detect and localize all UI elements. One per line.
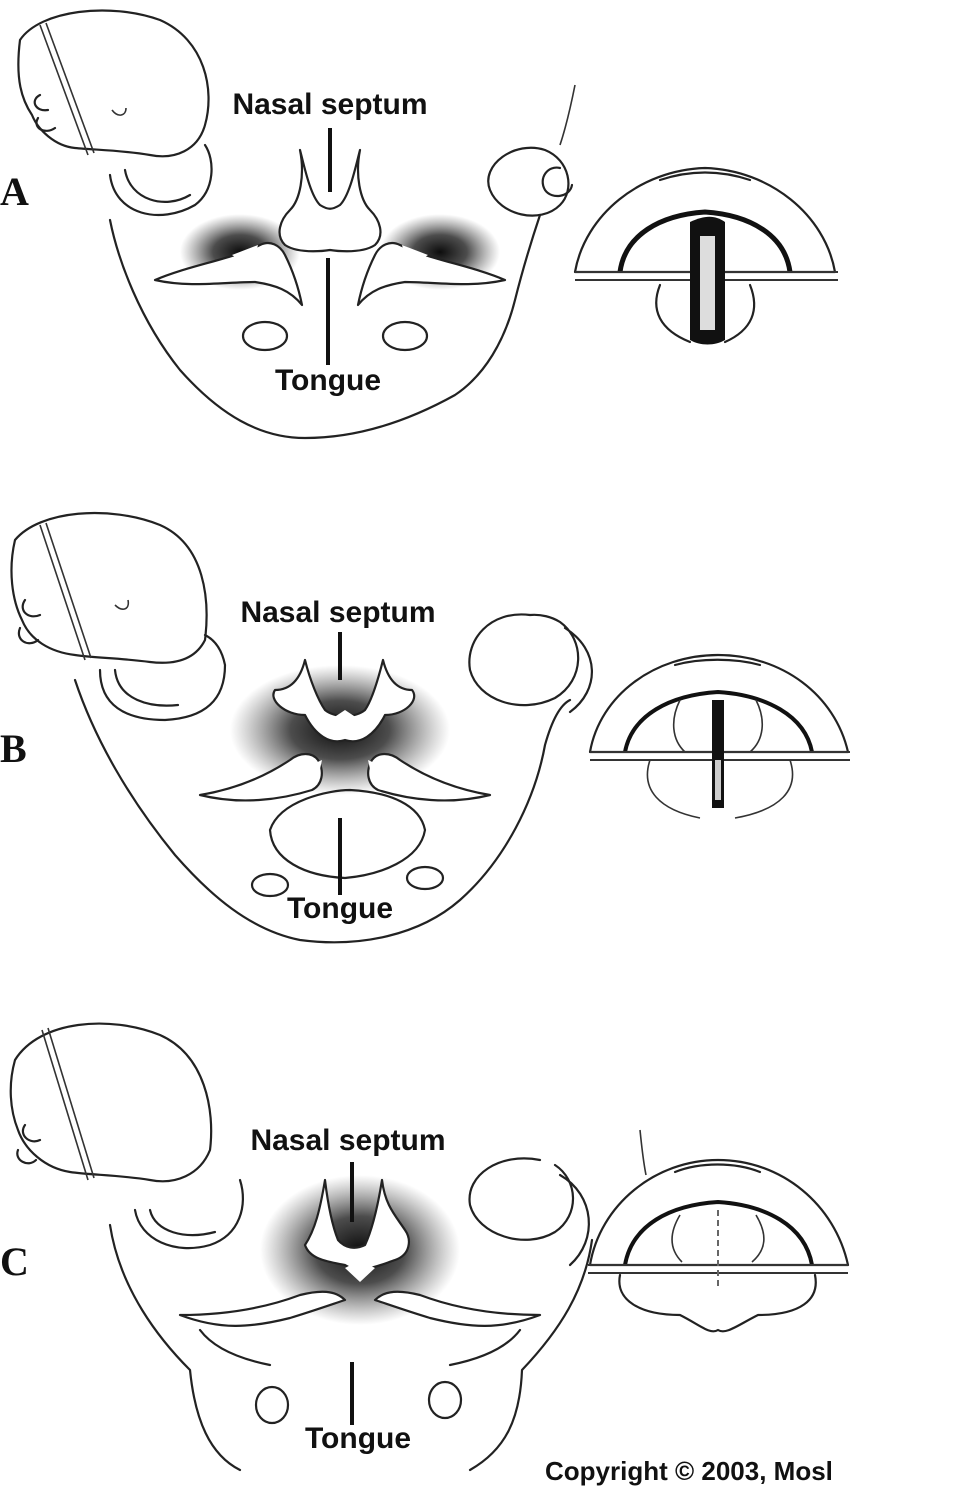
tongue-edge-c [200,1330,520,1365]
oval-left-b [252,874,288,896]
label-tongue-b: Tongue [287,892,393,925]
oval-left-c [256,1387,288,1423]
palate-inferior-view-b [590,655,850,818]
panel-a: A Nasal septum Tongue [0,10,838,438]
panel-letter-c: C [0,1239,29,1284]
right-arc-b [469,614,578,705]
panel-letter-b: B [0,726,27,771]
left-arc-b [100,635,225,720]
palate-inferior-view-a [575,168,838,345]
right-arc-a [488,148,568,216]
label-nasal-septum-b: Nasal septum [240,596,435,629]
embryo-head-sketch-b [11,513,206,663]
palate-inferior-view-c [588,1160,848,1331]
palatal-shelf-left-c [180,1292,345,1326]
panel-b: B Nasal septum Tongue [0,513,850,942]
embryo-head-sketch-c [11,1024,211,1182]
panel-letter-a: A [0,169,29,214]
oval-right-c [429,1382,461,1418]
oval-right-a [383,322,427,350]
label-nasal-septum-c: Nasal septum [250,1124,445,1157]
oval-left-a [243,322,287,350]
palatal-shelf-right-c [375,1292,540,1326]
right-arc-c [470,1158,573,1239]
copyright-notice: Copyright © 2003, Mosl [545,1456,833,1486]
tongue-shape-b [270,790,425,878]
label-nasal-septum-a: Nasal septum [232,88,427,121]
label-tongue-c: Tongue [305,1422,411,1455]
label-tongue-a: Tongue [275,364,381,397]
embryo-head-sketch-a [18,10,208,156]
oval-right-b [407,867,443,889]
panel-c: C Nasal septum Tongue [0,1024,848,1470]
